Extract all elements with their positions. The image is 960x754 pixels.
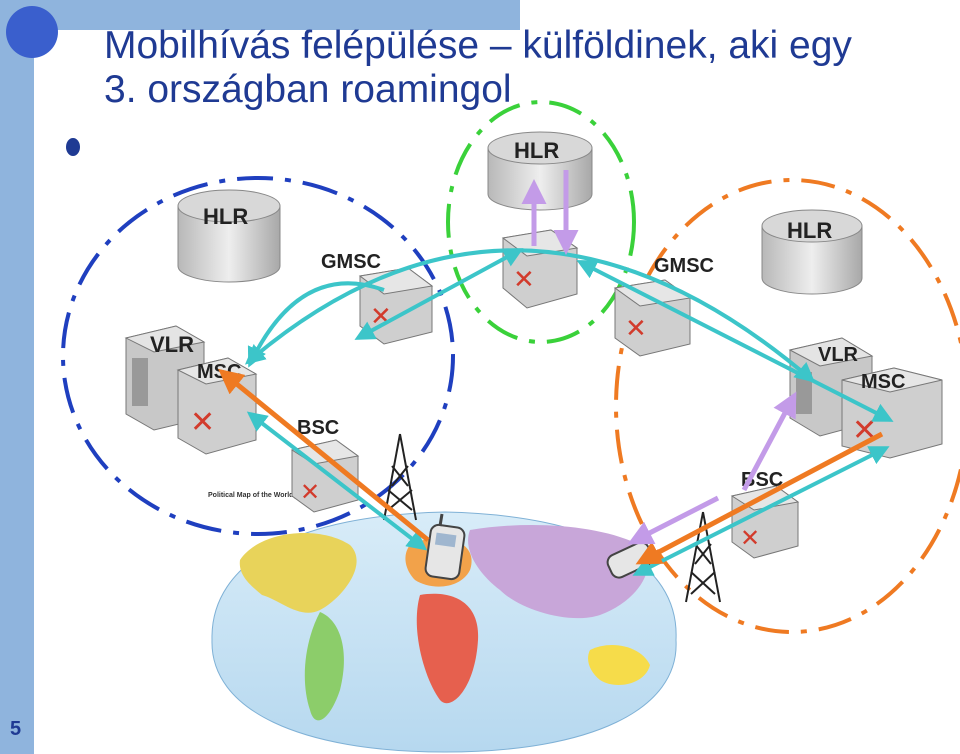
left-hlr-label: HLR <box>203 204 248 229</box>
call-setup-links <box>218 170 894 576</box>
bullet-dot <box>66 138 80 156</box>
cyan-link-transit-to-msc <box>576 260 894 422</box>
right-hlr-label: HLR <box>787 218 832 243</box>
cyan-link-phone-to-msc <box>632 446 890 576</box>
cyan-link-gmsc-to-transit <box>354 248 524 340</box>
right-gmsc-label: GMSC <box>654 255 714 277</box>
left-msc-switch-icon: ✕ MSC <box>176 357 258 455</box>
svg-text:✕: ✕ <box>513 264 535 294</box>
right-bts-tower-icon <box>685 511 721 603</box>
purple-link-bsc-to-phone <box>627 495 720 545</box>
left-gmsc-label: GMSC <box>321 251 381 273</box>
orange-link-left <box>218 368 430 542</box>
left-bsc-switch-icon: ✕ BSC <box>290 417 360 513</box>
purple-link-bsc-to-vlr <box>741 391 797 492</box>
svg-text:✕: ✕ <box>625 313 647 343</box>
slide-sidebar-bar <box>0 0 34 754</box>
orange-link-right <box>635 431 884 565</box>
slide-number: 5 <box>10 718 22 740</box>
right-hlr-database-icon: HLR <box>761 209 863 295</box>
cyan-link-msc-to-phone <box>246 411 428 551</box>
left-hlr-database-icon: HLR <box>177 189 281 283</box>
world-map: Political Map of the World, April 2006 <box>205 485 677 754</box>
center-hlr-label: HLR <box>514 138 559 163</box>
svg-text:✕: ✕ <box>300 479 320 506</box>
slide-top-bar <box>34 0 520 30</box>
title-line-2: 3. országban roamingol <box>104 68 512 111</box>
left-vlr-label: VLR <box>150 332 194 357</box>
slide-title: Mobilhívás felépülése – külföldinek, aki… <box>104 24 954 112</box>
decorative-circle <box>6 6 58 58</box>
right-msc-label: MSC <box>861 371 905 393</box>
title-line-1: Mobilhívás felépülése – külföldinek, aki… <box>104 24 852 67</box>
svg-text:✕: ✕ <box>740 525 760 552</box>
center-hlr-database-icon: HLR <box>487 131 593 211</box>
svg-text:✕: ✕ <box>190 406 215 439</box>
caller-mobile-phone-icon <box>424 513 466 581</box>
right-vlr-label: VLR <box>818 344 859 366</box>
transit-network-boundary <box>446 100 636 344</box>
